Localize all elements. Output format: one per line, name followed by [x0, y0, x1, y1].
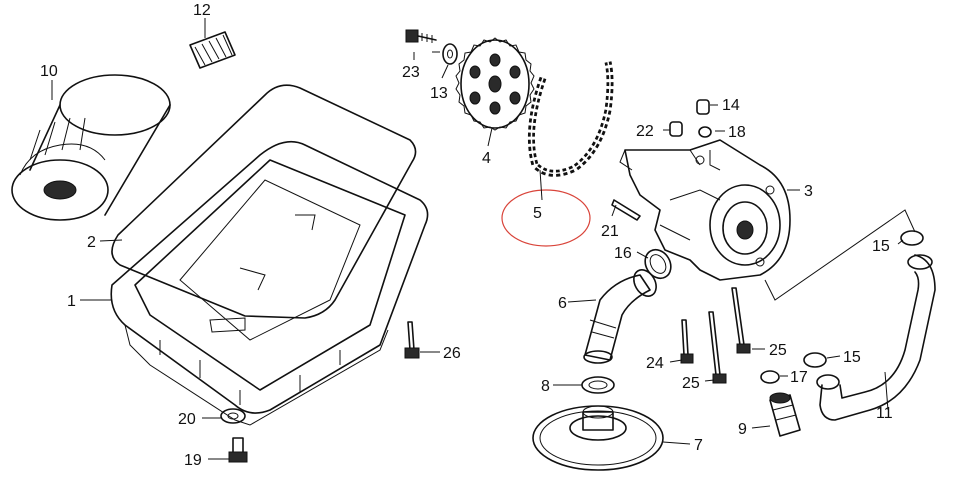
- label-15-lower: 15: [843, 349, 861, 366]
- label-6: 6: [558, 295, 567, 312]
- label-21: 21: [601, 223, 619, 240]
- washer-13: [442, 43, 458, 65]
- label-12: 12: [193, 2, 211, 19]
- label-4: 4: [482, 150, 491, 167]
- washer-20: [220, 408, 246, 424]
- label-24: 24: [646, 355, 664, 372]
- highlight-circle: [501, 189, 591, 247]
- joint-9: [769, 392, 801, 437]
- label-18: 18: [728, 124, 746, 141]
- drain-bolt-19: [228, 437, 248, 463]
- label-22: 22: [636, 123, 654, 140]
- label-10: 10: [40, 63, 58, 80]
- oil-pump-sprocket: [455, 37, 535, 131]
- oil-pump: [619, 139, 791, 281]
- bolt-23: [405, 29, 437, 43]
- label-17: 17: [790, 369, 808, 386]
- label-19: 19: [184, 452, 202, 469]
- label-1: 1: [67, 293, 76, 310]
- bolt-24: [680, 319, 694, 364]
- bolt-26: [404, 321, 420, 359]
- label-5: 5: [533, 205, 542, 222]
- oil-pan-gasket: [111, 84, 417, 319]
- label-15-upper: 15: [872, 238, 890, 255]
- bolt-25-top: [731, 287, 751, 354]
- o-ring-15-lower: [803, 352, 827, 368]
- oil-pan: [110, 140, 429, 426]
- label-20: 20: [178, 411, 196, 428]
- label-2: 2: [87, 234, 96, 251]
- oil-pipe-fitting: [189, 31, 236, 69]
- oil-filter: [11, 74, 171, 221]
- label-13: 13: [430, 85, 448, 102]
- bolt-25-long: [708, 311, 727, 384]
- o-ring-16: [644, 248, 672, 280]
- label-7: 7: [694, 437, 703, 454]
- leader-lines: [51, 18, 904, 460]
- o-ring-15-upper: [900, 230, 924, 246]
- o-ring-17: [760, 370, 780, 384]
- oil-pump-chain: [527, 61, 614, 177]
- oil-pipe-11: [816, 254, 936, 421]
- label-16: 16: [614, 245, 632, 262]
- label-26: 26: [443, 345, 461, 362]
- label-14: 14: [722, 97, 740, 114]
- label-11: 11: [876, 405, 893, 422]
- label-9: 9: [738, 421, 747, 438]
- pin-21: [611, 199, 641, 221]
- label-8: 8: [541, 378, 550, 395]
- relief-valve-parts: [669, 99, 712, 138]
- label-25-long: 25: [682, 375, 700, 392]
- label-23: 23: [402, 64, 420, 81]
- oil-strainer-pipe: [583, 269, 657, 364]
- label-3: 3: [804, 183, 813, 200]
- oil-strainer: [532, 405, 664, 471]
- o-ring-8: [581, 376, 615, 394]
- label-25-top: 25: [769, 342, 787, 359]
